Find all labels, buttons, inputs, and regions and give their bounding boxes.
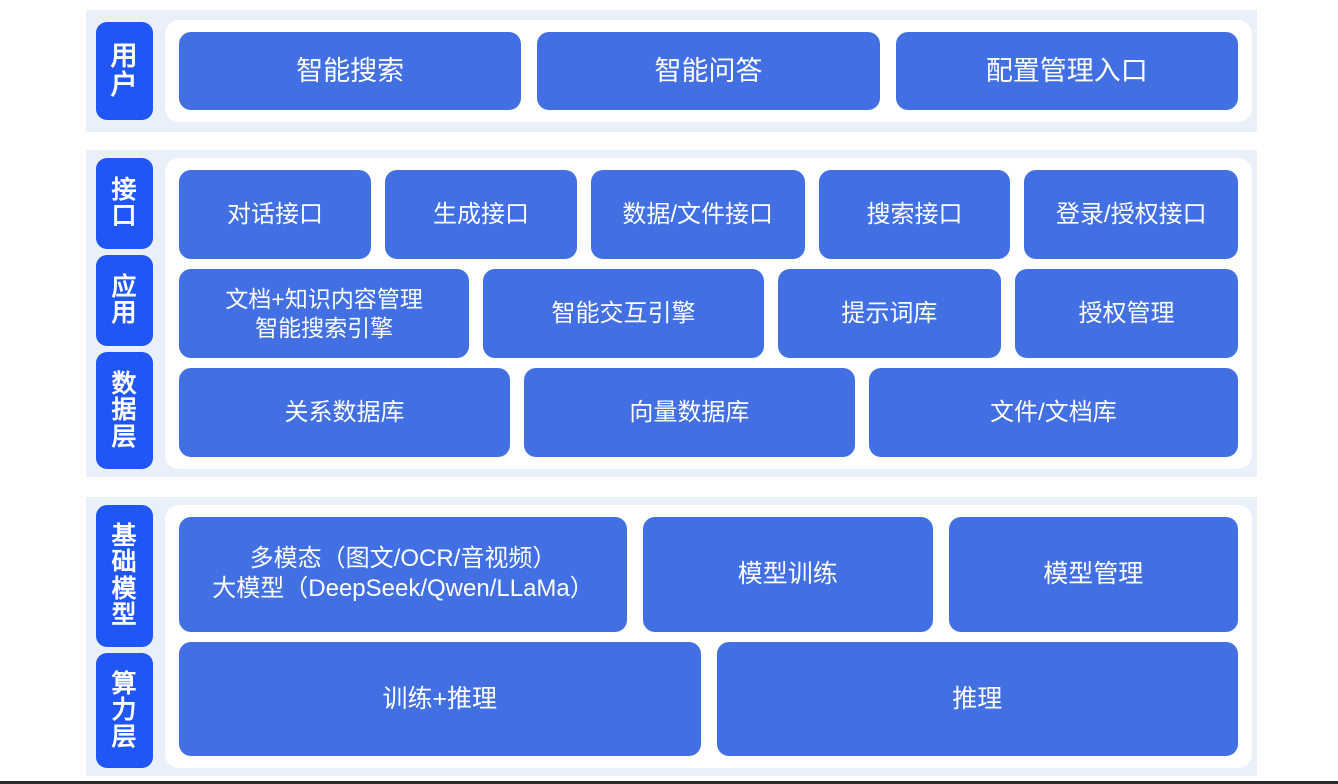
- box-authorization-management[interactable]: 授权管理: [1014, 269, 1238, 358]
- layer-label-user-char-1: 用: [110, 41, 138, 72]
- layer-label-compute-char-1: 算: [111, 669, 137, 698]
- section-application-label-column: 接 口 应 用 数 据 层: [86, 150, 162, 477]
- box-document-knowledge-management[interactable]: 文档+知识内容管理 智能搜索引擎: [179, 269, 470, 358]
- bottom-edge-rule: [0, 781, 1338, 784]
- layer-label-user: 用 户: [95, 22, 153, 120]
- section-application: 接 口 应 用 数 据 层 对话接口 生成接口 数据/文件接口 搜索接口 登录/…: [86, 150, 1257, 477]
- box-model-management[interactable]: 模型管理: [948, 517, 1239, 632]
- row-foundation-model: 多模态（图文/OCR/音视频） 大模型（DeepSeek/Qwen/LLaMa）…: [179, 517, 1239, 632]
- layer-label-user-char-2: 户: [110, 70, 138, 100]
- section-user-label-column: 用 户: [86, 10, 162, 132]
- section-infrastructure: 基 础 模 型 算 力 层 多模态（图文/OCR/音视频） 大模型（DeepSe…: [86, 497, 1257, 776]
- box-generation-api[interactable]: 生成接口: [384, 170, 577, 259]
- layer-label-application: 应 用: [95, 254, 153, 346]
- box-prompt-library[interactable]: 提示词库: [777, 269, 1001, 358]
- box-search-api[interactable]: 搜索接口: [818, 170, 1011, 259]
- layer-label-foundation-model-char-3: 模: [111, 574, 137, 603]
- box-model-training[interactable]: 模型训练: [643, 517, 933, 632]
- section-user-panel: 智能搜索 智能问答 配置管理入口: [165, 20, 1252, 122]
- section-infrastructure-panel: 多模态（图文/OCR/音视频） 大模型（DeepSeek/Qwen/LLaMa）…: [165, 505, 1252, 768]
- layer-label-data: 数 据 层: [95, 351, 153, 469]
- layer-label-interface: 接 口: [95, 158, 153, 249]
- section-infrastructure-label-column: 基 础 模 型 算 力 层: [86, 497, 162, 776]
- layer-label-compute-char-3: 层: [111, 722, 137, 751]
- box-login-auth-api[interactable]: 登录/授权接口: [1024, 170, 1239, 259]
- row-compute-layer: 训练+推理 推理: [179, 641, 1238, 756]
- box-dialog-api[interactable]: 对话接口: [179, 170, 371, 259]
- layer-label-compute: 算 力 层: [95, 652, 153, 768]
- layer-label-data-char-1: 数: [111, 369, 137, 398]
- box-multimodal-large-model[interactable]: 多模态（图文/OCR/音视频） 大模型（DeepSeek/Qwen/LLaMa）: [179, 517, 628, 632]
- box-file-document-store[interactable]: 文件/文档库: [868, 368, 1238, 457]
- box-data-file-api[interactable]: 数据/文件接口: [590, 170, 805, 259]
- layer-label-data-char-3: 层: [111, 422, 137, 451]
- layer-label-application-char-1: 应: [111, 272, 137, 301]
- row-data-layer: 关系数据库 向量数据库 文件/文档库: [179, 368, 1238, 457]
- layer-label-application-char-2: 用: [111, 299, 137, 328]
- box-training-and-inference[interactable]: 训练+推理: [179, 641, 701, 756]
- layer-label-foundation-model: 基 础 模 型: [95, 505, 153, 647]
- section-user: 用 户 智能搜索 智能问答 配置管理入口: [86, 10, 1257, 132]
- section-application-panel: 对话接口 生成接口 数据/文件接口 搜索接口 登录/授权接口 文档+知识内容管理…: [165, 158, 1252, 469]
- box-smart-qa[interactable]: 智能问答: [537, 32, 880, 110]
- layer-label-data-char-2: 据: [111, 396, 137, 425]
- layer-label-foundation-model-char-2: 础: [111, 548, 137, 577]
- row-user-entries: 智能搜索 智能问答 配置管理入口: [179, 32, 1238, 110]
- box-config-management-entry[interactable]: 配置管理入口: [895, 32, 1238, 110]
- row-interface: 对话接口 生成接口 数据/文件接口 搜索接口 登录/授权接口: [179, 170, 1239, 259]
- layer-label-foundation-model-char-4: 型: [111, 601, 137, 630]
- layer-label-interface-char-2: 口: [111, 202, 137, 231]
- box-smart-search[interactable]: 智能搜索: [179, 32, 522, 110]
- box-vector-database[interactable]: 向量数据库: [523, 368, 855, 457]
- layer-label-foundation-model-char-1: 基: [111, 521, 137, 550]
- layer-label-compute-char-2: 力: [111, 696, 137, 725]
- row-application: 文档+知识内容管理 智能搜索引擎 智能交互引擎 提示词库 授权管理: [179, 269, 1238, 358]
- box-inference[interactable]: 推理: [716, 641, 1238, 756]
- box-relational-database[interactable]: 关系数据库: [179, 368, 510, 457]
- box-interaction-engine[interactable]: 智能交互引擎: [483, 269, 764, 358]
- layer-label-interface-char-1: 接: [111, 175, 137, 204]
